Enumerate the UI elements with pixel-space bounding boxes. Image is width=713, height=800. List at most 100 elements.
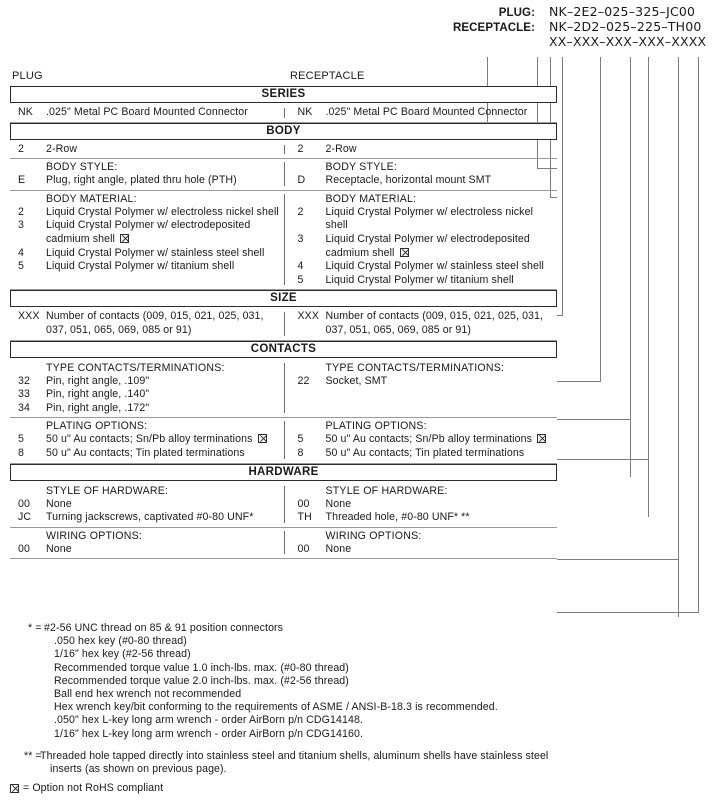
option-description: Plug, right angle, plated thru hole (PTH… bbox=[46, 174, 284, 188]
option-description: Liquid Crystal Polymer w/ titanium shell bbox=[326, 274, 558, 288]
section-0-group-0-left: NK .025" Metal PC Board Mounted Connector bbox=[10, 106, 284, 120]
footnote-line: inserts (as shown on previous page). bbox=[50, 763, 227, 776]
option-code: 8 bbox=[297, 446, 304, 459]
option-row: NK.025" Metal PC Board Mounted Connector bbox=[298, 106, 558, 120]
subheading: STYLE OF HARDWARE: bbox=[325, 484, 448, 497]
option-description-line1: Pin, right angle, .140" bbox=[46, 388, 150, 401]
option-description-line1: Number of contacts (009, 015, 021, 025, … bbox=[46, 310, 264, 323]
option-description-line2: 037, 051, 065, 069, 085 or 91) bbox=[325, 323, 472, 336]
option-description: Threaded hole, #0-80 UNF* ** bbox=[326, 511, 558, 525]
option-description: 50 u" Au contacts; Sn/Pb alloy terminati… bbox=[46, 433, 284, 447]
footnote-body: Threaded hole tapped directly into stain… bbox=[36, 750, 628, 776]
option-group: NK .025" Metal PC Board Mounted Connector… bbox=[10, 105, 557, 123]
option-description: Liquid Crystal Polymer w/ stainless stee… bbox=[46, 247, 284, 261]
option-description: None bbox=[46, 498, 284, 512]
subheading: WIRING OPTIONS: bbox=[325, 529, 422, 542]
option-row: TH Threaded hole, #0-80 UNF* ** bbox=[298, 511, 558, 525]
option-code: 32 bbox=[18, 374, 30, 387]
section-title-contacts: CONTACTS bbox=[10, 340, 557, 358]
option-code: NK bbox=[18, 106, 33, 118]
option-description: Turning jackscrews, captivated #0-80 UNF… bbox=[46, 511, 284, 525]
option-description: None bbox=[326, 543, 558, 557]
option-row: 5 50 u" Au contacts; Sn/Pb alloy terminat… bbox=[298, 433, 558, 447]
option-description: 2-Row bbox=[326, 143, 558, 157]
footnote-marker: * = bbox=[28, 622, 42, 634]
option-code: XXX bbox=[297, 310, 319, 323]
option-code: TH bbox=[297, 511, 312, 524]
part-number-row-template: XX–XXX–XXX–XXX–XXXX bbox=[0, 34, 707, 49]
option-description-line1: Socket, SMT bbox=[325, 374, 388, 387]
option-description-line1: .025" Metal PC Board Mounted Connector bbox=[325, 106, 528, 118]
leader-line-plating-elbow bbox=[557, 459, 648, 460]
option-description-line1: Liquid Crystal Polymer w/ stainless stee… bbox=[325, 260, 544, 273]
leader-line-hardware-style-elbow bbox=[557, 559, 678, 560]
option-description: Liquid Crystal Polymer w/ electrodeposit… bbox=[326, 233, 558, 260]
option-description: Receptacle, horizontal mount SMT bbox=[326, 174, 558, 188]
option-description-line1: 50 u" Au contacts; Sn/Pb alloy terminati… bbox=[326, 433, 547, 445]
leader-line-wiring bbox=[698, 57, 699, 613]
option-code: 5 bbox=[297, 433, 304, 446]
column-caption-plug: PLUG bbox=[12, 70, 43, 82]
option-description-line1: None bbox=[325, 497, 352, 510]
option-code: 4 bbox=[297, 260, 304, 273]
option-description: None bbox=[326, 498, 558, 512]
section-title-hardware: HARDWARE bbox=[10, 463, 557, 481]
option-code: 4 bbox=[18, 246, 24, 259]
option-code: 2 bbox=[18, 142, 24, 155]
footnote: * =#2-56 UNC thread on 85 & 91 position … bbox=[28, 622, 628, 741]
option-code: 00 bbox=[18, 542, 30, 555]
subheading: BODY MATERIAL: bbox=[325, 192, 417, 205]
option-description-line1: .025" Metal PC Board Mounted Connector bbox=[46, 106, 248, 118]
option-code: 00 bbox=[18, 497, 30, 510]
option-code: 5 bbox=[18, 260, 24, 273]
option-description-line1: Threaded hole, #0-80 UNF* ** bbox=[325, 511, 470, 524]
leader-line-plating bbox=[648, 57, 649, 517]
option-description-line2: cadmium shell bbox=[46, 233, 284, 247]
option-description-line1: Liquid Crystal Polymer w/ electrodeposit… bbox=[46, 219, 251, 232]
leader-line-wiring-elbow bbox=[557, 612, 698, 613]
option-row: 4 Liquid Crystal Polymer w/ stainless ste… bbox=[18, 247, 284, 261]
option-code: 5 bbox=[297, 273, 304, 286]
footnote-line: Recommended torque value 2.0 inch-lbs. m… bbox=[54, 674, 349, 687]
option-description-line1: Turning jackscrews, captivated #0-80 UNF… bbox=[46, 511, 254, 524]
option-description-line1: 50 u" Au contacts; Tin plated terminatio… bbox=[46, 446, 245, 459]
option-code: 5 bbox=[18, 433, 24, 446]
plug-label: PLUG: bbox=[498, 7, 535, 19]
footnote-marker: ** = bbox=[24, 749, 42, 762]
footnote-line: #2-56 UNC thread on 85 & 91 position con… bbox=[44, 622, 284, 634]
leader-line-contacts-type-elbow bbox=[557, 419, 630, 420]
option-code: XXX bbox=[18, 310, 40, 323]
leader-line-body-material bbox=[562, 57, 563, 316]
receptacle-label: RECEPTACLE: bbox=[452, 22, 535, 34]
option-description-line1: Plug, right angle, plated thru hole (PTH… bbox=[46, 174, 237, 187]
option-code: 00 bbox=[297, 542, 310, 555]
option-code: 8 bbox=[18, 446, 24, 459]
leader-line-contacts-type bbox=[630, 57, 631, 477]
option-description-line1: 50 u" Au contacts; Tin plated terminatio… bbox=[325, 446, 525, 459]
option-description-line2: cadmium shell bbox=[326, 247, 558, 261]
leader-line-body-row bbox=[537, 57, 557, 169]
